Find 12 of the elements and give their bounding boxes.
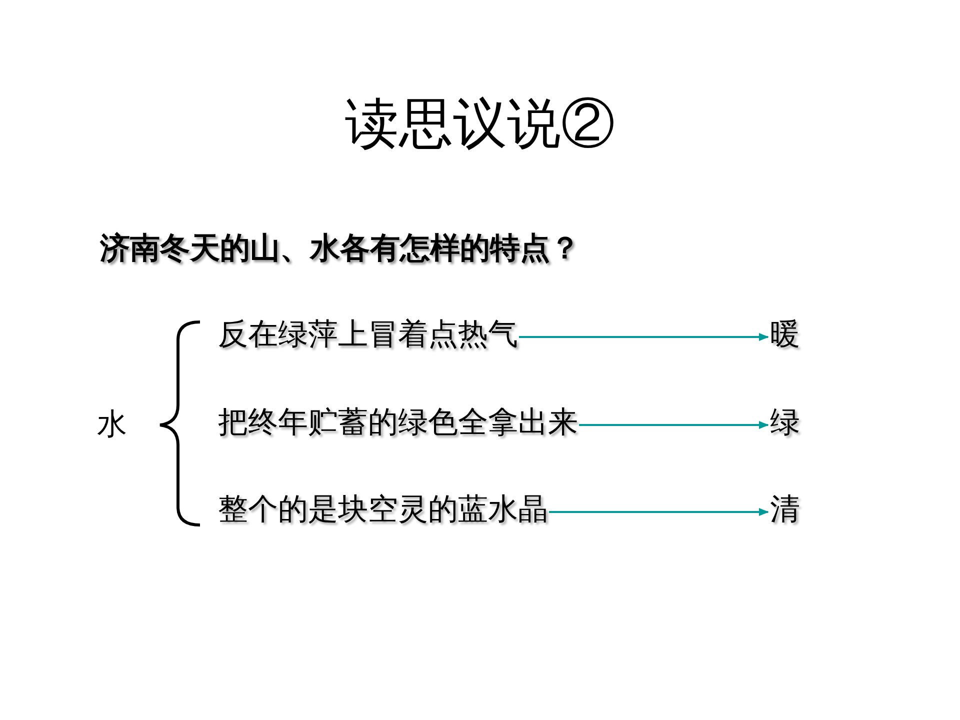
arrow	[519, 333, 769, 341]
result-text: 暖	[770, 315, 800, 355]
topic-label: 水	[97, 406, 127, 444]
result-text: 清	[770, 490, 800, 530]
arrow	[579, 421, 769, 429]
phrase-text: 把终年贮蓄的绿色全拿出来	[218, 403, 578, 443]
question-text: 济南冬天的山、水各有怎样的特点？	[100, 230, 580, 268]
result-text: 绿	[770, 403, 800, 443]
phrase-text: 反在绿萍上冒着点热气	[218, 315, 518, 355]
phrase-text: 整个的是块空灵的蓝水晶	[218, 490, 548, 530]
title: 读思议说②	[344, 91, 616, 157]
arrow	[549, 508, 769, 516]
